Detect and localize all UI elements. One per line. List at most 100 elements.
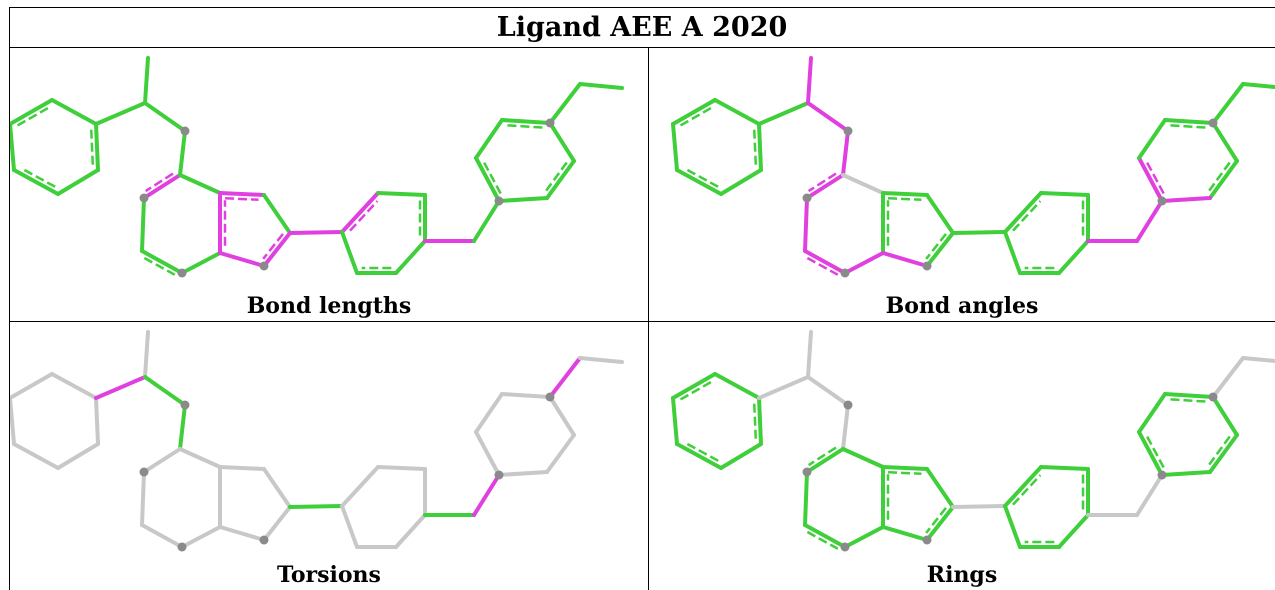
aromatic-bond-dash: [806, 530, 839, 550]
bond: [925, 231, 955, 268]
bond: [1211, 82, 1245, 125]
atom-marker: [259, 535, 269, 545]
bond: [288, 230, 344, 235]
bond: [288, 504, 344, 509]
bond: [719, 442, 763, 470]
bond: [10, 98, 54, 126]
atom-marker: [180, 400, 190, 410]
bond: [178, 129, 187, 177]
bond: [94, 122, 100, 172]
bond: [94, 375, 147, 400]
panel-bond-lengths: Bond lengths: [10, 48, 648, 321]
aromatic-bond-dash: [807, 446, 837, 467]
aromatic-bond-dash: [1012, 474, 1042, 506]
bond: [56, 442, 100, 470]
panel-torsions: Torsions: [10, 322, 648, 590]
bond: [881, 251, 929, 268]
bond: [56, 168, 100, 196]
bond: [500, 392, 552, 399]
atom-marker: [545, 392, 555, 402]
bond: [925, 193, 955, 235]
aromatic-bond-dash: [684, 441, 719, 462]
bond: [262, 467, 292, 509]
aromatic-bond-dash: [1208, 161, 1231, 192]
aromatic-bond-dash: [224, 196, 259, 202]
bond: [671, 396, 679, 446]
bond: [1211, 395, 1239, 437]
bond: [178, 403, 187, 451]
bond: [841, 129, 850, 177]
bond: [143, 101, 187, 133]
bond: [843, 525, 885, 549]
aromatic-bond-dash: [545, 161, 568, 192]
bond: [843, 251, 885, 275]
bond: [394, 239, 427, 275]
bond: [10, 122, 16, 172]
figure-table: Ligand AEE A 2020 Bond lengths Bond angl…: [9, 7, 1275, 590]
bond: [1003, 465, 1043, 508]
bond: [142, 173, 182, 200]
bond: [1057, 239, 1090, 275]
bond: [548, 121, 576, 163]
bond: [178, 447, 222, 469]
bond: [474, 118, 504, 160]
bond: [140, 249, 184, 275]
aromatic-bond-dash: [752, 129, 758, 165]
atom-marker: [1157, 196, 1167, 206]
bond: [1241, 82, 1275, 90]
bond: [951, 504, 1007, 509]
bond: [472, 473, 501, 517]
bond: [803, 470, 809, 527]
aromatic-bond-dash: [887, 470, 922, 476]
bond: [10, 396, 16, 446]
bond: [1163, 118, 1215, 125]
bond: [757, 396, 763, 446]
bond: [143, 375, 187, 407]
bond: [500, 118, 552, 125]
atom-marker: [1208, 392, 1218, 402]
aromatic-bond-dash: [1012, 200, 1042, 232]
bond: [140, 470, 146, 527]
bond: [140, 196, 146, 253]
molecule-graph: [10, 56, 624, 278]
aromatic-bond-dash: [1208, 435, 1231, 466]
table-row-divider: [9, 321, 1275, 322]
aromatic-bond-dash: [144, 172, 174, 193]
bond: [497, 196, 549, 203]
bond: [94, 396, 100, 446]
bond: [1137, 430, 1164, 477]
aromatic-bond-dash: [262, 233, 284, 260]
bond: [671, 122, 679, 172]
bond: [881, 465, 929, 471]
atom-marker: [840, 268, 850, 278]
bond: [757, 101, 810, 126]
aromatic-bond-dash: [679, 106, 714, 127]
bond: [376, 465, 427, 471]
bond: [218, 191, 266, 197]
aromatic-bond-dash: [482, 160, 502, 195]
aromatic-bond-dash: [89, 129, 95, 165]
bond: [143, 330, 150, 379]
bond: [578, 356, 624, 364]
table-left-border: [9, 7, 10, 590]
bond: [757, 375, 810, 400]
bond: [1003, 504, 1022, 549]
bond: [94, 101, 147, 126]
aromatic-bond-dash: [1145, 434, 1165, 469]
bond: [1135, 199, 1164, 243]
atom-marker: [545, 118, 555, 128]
bond: [841, 447, 885, 469]
bond: [180, 525, 222, 549]
bond: [675, 168, 723, 196]
atom-marker: [494, 470, 504, 480]
bond: [1003, 230, 1022, 275]
bond: [806, 56, 813, 105]
aromatic-bond-dash: [887, 196, 922, 202]
bond: [12, 168, 60, 196]
table-header-divider: [9, 47, 1275, 48]
bond: [925, 505, 955, 542]
molecule-graph: [671, 56, 1275, 278]
bond: [1135, 473, 1164, 517]
table-column-divider: [648, 47, 649, 590]
molecule-graph: [10, 330, 624, 552]
